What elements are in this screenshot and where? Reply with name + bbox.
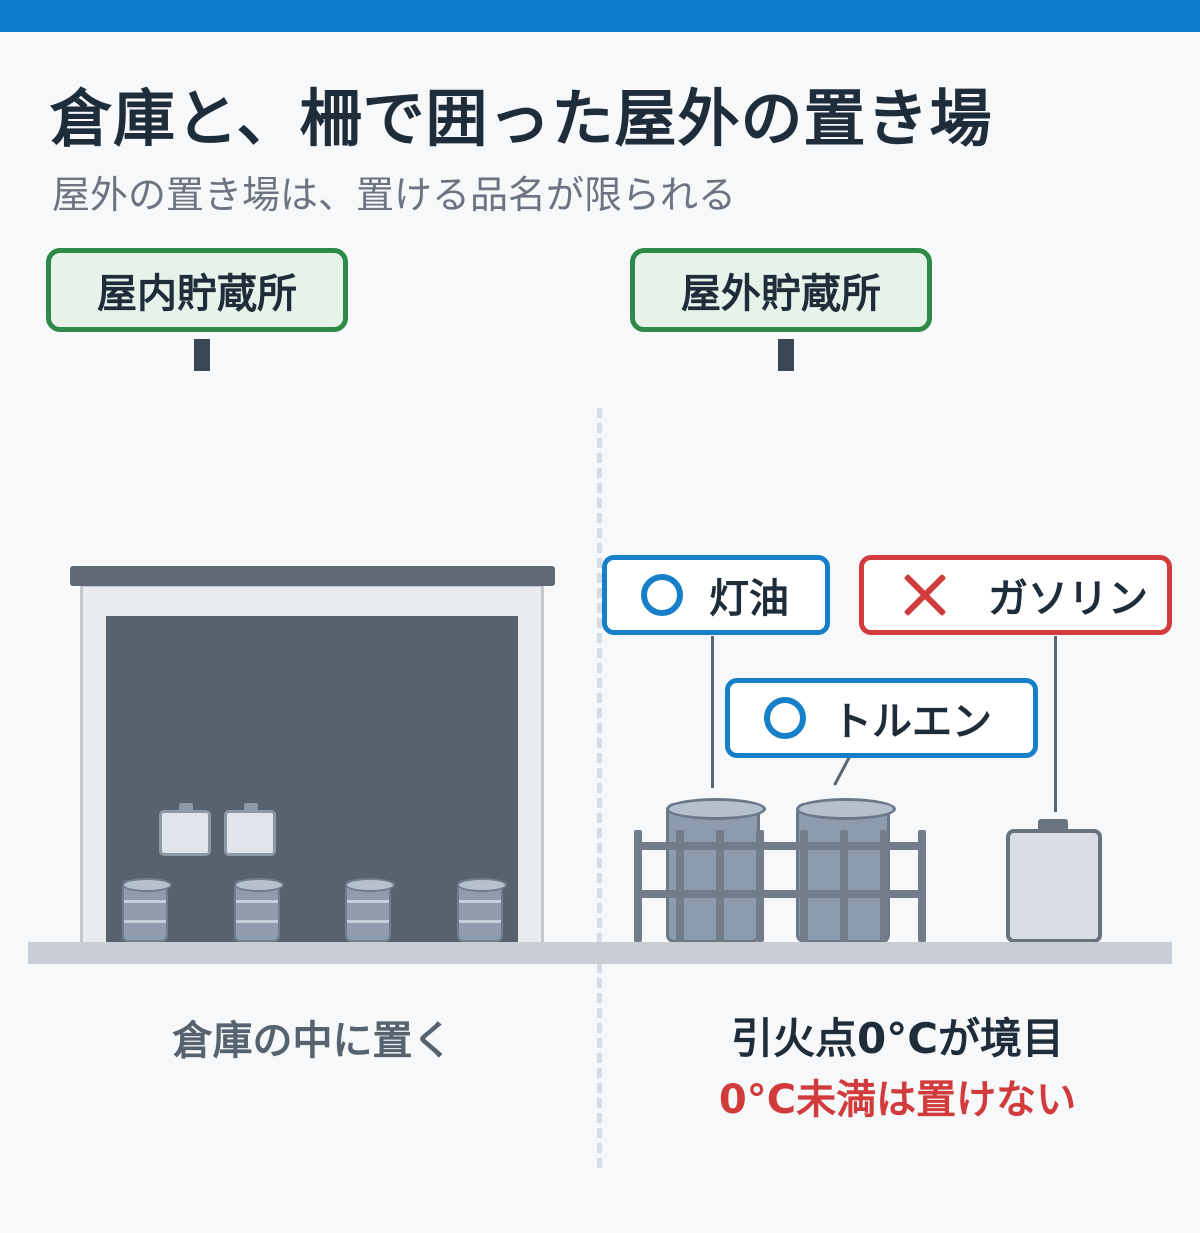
drum-icon bbox=[666, 798, 766, 943]
small-drum-icon bbox=[345, 878, 395, 942]
small-can-icon bbox=[224, 803, 276, 856]
kerosene-leader-line bbox=[711, 636, 714, 788]
small-drum-icon bbox=[122, 878, 172, 942]
cross-ng-icon bbox=[902, 572, 948, 618]
outdoor-sign-post bbox=[778, 339, 794, 371]
center-divider bbox=[597, 408, 602, 1168]
indoor-caption: 倉庫の中に置く bbox=[172, 1018, 453, 1064]
circle-ok-icon bbox=[764, 697, 806, 739]
page-title: 倉庫と、柵で囲った屋外の置き場 bbox=[50, 82, 993, 155]
indoor-storage-sign-label: 屋内貯蔵所 bbox=[97, 271, 297, 317]
gasoline-can-icon bbox=[1006, 819, 1102, 943]
kerosene-tag: 灯油 bbox=[602, 555, 830, 635]
indoor-storage-sign: 屋内貯蔵所 bbox=[46, 248, 348, 332]
toluene-leader-line bbox=[833, 754, 852, 786]
gasoline-tag: ガソリン bbox=[859, 555, 1172, 635]
kerosene-label: 灯油 bbox=[709, 576, 789, 622]
small-drum-icon bbox=[234, 878, 284, 942]
toluene-label: トルエン bbox=[832, 699, 992, 745]
outdoor-storage-sign-label: 屋外貯蔵所 bbox=[681, 271, 881, 317]
ground-line bbox=[28, 942, 1172, 964]
toluene-tag: トルエン bbox=[725, 678, 1038, 758]
outdoor-note: 0°C未満は置けない bbox=[718, 1077, 1077, 1123]
small-drum-icon bbox=[457, 878, 507, 942]
outdoor-storage-sign: 屋外貯蔵所 bbox=[630, 248, 932, 332]
indoor-sign-post bbox=[194, 339, 210, 371]
outdoor-caption: 引火点0°Cが境目 bbox=[730, 1014, 1065, 1063]
warehouse-roof bbox=[70, 566, 555, 586]
warehouse-interior bbox=[106, 616, 518, 944]
circle-ok-icon bbox=[641, 574, 683, 616]
gasoline-leader-line bbox=[1054, 636, 1057, 812]
gasoline-label: ガソリン bbox=[988, 576, 1148, 622]
top-accent-bar bbox=[0, 0, 1200, 32]
small-can-icon bbox=[159, 803, 211, 856]
page-subtitle: 屋外の置き場は、置ける品名が限られる bbox=[52, 173, 737, 217]
